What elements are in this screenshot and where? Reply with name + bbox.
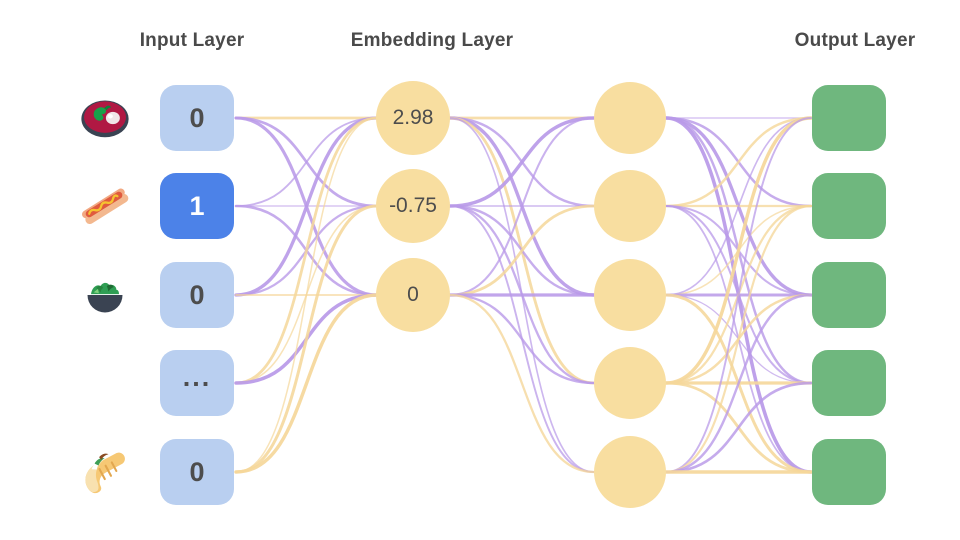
embedding-node-value: 0 <box>407 283 419 306</box>
input-node-2[interactable]: 0 <box>160 262 234 328</box>
edges-embedding-to-hidden <box>448 116 596 474</box>
input-node-value: 1 <box>189 190 205 221</box>
embedding-node-value: -0.75 <box>389 194 437 217</box>
output-node-1[interactable] <box>812 173 886 239</box>
layer-title-embedding: Embedding Layer <box>350 30 514 51</box>
output-node-4[interactable] <box>812 439 886 505</box>
input-node-value: ... <box>182 361 212 392</box>
hidden-node-3[interactable] <box>594 347 666 419</box>
input-node-0[interactable]: 0 <box>160 85 234 151</box>
steak-icon <box>77 90 133 146</box>
hidden-node-1[interactable] <box>594 170 666 242</box>
output-node-2[interactable] <box>812 262 886 328</box>
hidden-node-0[interactable] <box>594 82 666 154</box>
hidden-node-4[interactable] <box>594 436 666 508</box>
layer-title-output: Output Layer <box>794 30 916 51</box>
burrito-icon <box>77 444 133 500</box>
edges-input-to-embedding <box>234 116 379 474</box>
hot-dog-icon <box>77 178 133 234</box>
input-node-value: 0 <box>189 456 205 487</box>
hidden-node-2[interactable] <box>594 259 666 331</box>
input-node-4[interactable]: 0 <box>160 439 234 505</box>
embedding-node-2[interactable]: 0 <box>376 258 450 332</box>
input-node-value: 0 <box>189 279 205 310</box>
embedding-node-1[interactable]: -0.75 <box>376 169 450 243</box>
input-node-3[interactable]: ... <box>160 350 234 416</box>
green-salad-icon <box>77 267 133 323</box>
embedding-node-value: 2.98 <box>392 106 434 129</box>
input-node-value: 0 <box>189 102 205 133</box>
output-node-3[interactable] <box>812 350 886 416</box>
output-node-0[interactable] <box>812 85 886 151</box>
embedding-node-0[interactable]: 2.98 <box>376 81 450 155</box>
layer-title-input: Input Layer <box>139 30 245 51</box>
edges-hidden-to-output <box>664 116 813 474</box>
input-node-1[interactable]: 1 <box>160 173 234 239</box>
